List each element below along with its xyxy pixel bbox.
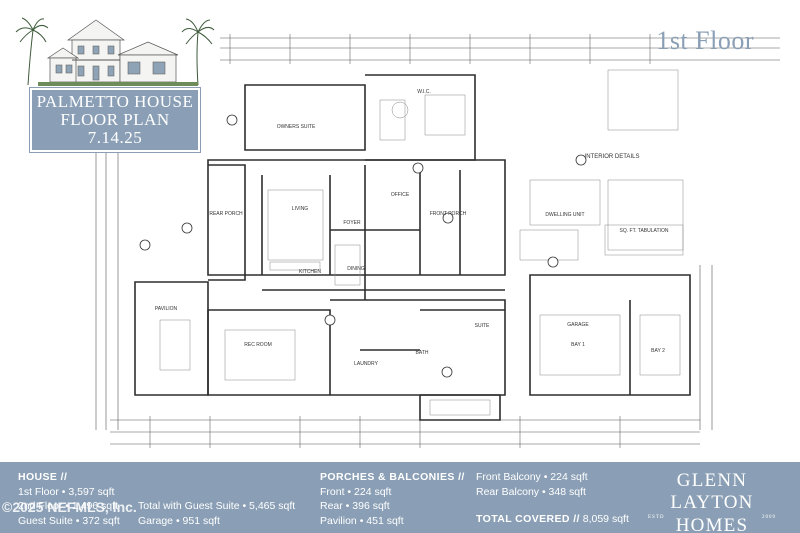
porch-line-front: Front • 224 sqft xyxy=(320,485,392,498)
room-label-bay-2: BAY 2 xyxy=(651,348,665,354)
room-label-front-porch: FRONT PORCH xyxy=(430,211,467,217)
total-covered-value: 8,059 sqft xyxy=(582,513,629,525)
porch-line-rear: Rear • 396 sqft xyxy=(320,500,390,512)
room-label-rear-porch: REAR PORCH xyxy=(209,211,243,217)
porch-line-pavilion: Pavilion • 451 sqft xyxy=(320,514,404,527)
room-label-rec-room: REC ROOM xyxy=(244,342,272,348)
room-label-wic: W.I.C. xyxy=(417,89,431,95)
copyright-watermark: ©2025 NEFMLS, Inc. xyxy=(2,499,137,515)
room-label-suite: SUITE xyxy=(475,323,490,329)
room-label-living: LIVING xyxy=(292,206,309,212)
balcony-sqft-column: Front Balcony • 224 sqft Rear Balcony • … xyxy=(476,470,588,499)
house-line-guest-suite: Guest Suite • 372 sqft xyxy=(18,514,120,527)
house-rendering-image xyxy=(15,17,215,86)
info-bar: HOUSE // 1st Floor • 3,597 sqft 2nd Floo… xyxy=(0,462,800,533)
plan-title-box: PALMETTO HOUSE FLOOR PLAN 7.14.25 xyxy=(29,87,201,153)
floor-plan-drawing: OWNERS SUITE W.I.C. LIVING KITCHEN DININ… xyxy=(95,34,780,448)
porch-sqft-column: PORCHES & BALCONIES // Front • 224 sqft … xyxy=(320,470,465,528)
house-line-total-with-guest: Total with Guest Suite • 5,465 sqft xyxy=(138,500,296,512)
room-label-office: OFFICE xyxy=(391,192,410,198)
floor-label: 1st Floor xyxy=(656,26,754,55)
brand-logo: GLENN LAYTON HOMES ESTD 2009 xyxy=(636,470,788,533)
balcony-line-rear: Rear Balcony • 348 sqft xyxy=(476,485,586,498)
brand-name-line-2: HOMES xyxy=(675,515,749,533)
house-heading: HOUSE // xyxy=(18,471,68,483)
room-label-laundry: LAUNDRY xyxy=(354,361,378,367)
room-label-dining: DINING xyxy=(347,266,365,272)
balcony-line-front: Front Balcony • 224 sqft xyxy=(476,471,588,483)
dwelling-unit-label: DWELLING UNIT xyxy=(545,212,584,218)
room-label-owners-suite: OWNERS SUITE xyxy=(277,124,316,130)
room-label-pavilion: PAVILION xyxy=(155,306,178,312)
room-label-garage: GARAGE xyxy=(567,322,589,328)
title-line-2: FLOOR PLAN xyxy=(60,110,170,129)
title-line-1: PALMETTO HOUSE xyxy=(36,92,194,111)
title-line-3: 7.14.25 xyxy=(87,128,143,147)
room-label-foyer: FOYER xyxy=(343,220,361,226)
porch-heading: PORCHES & BALCONIES // xyxy=(320,471,465,483)
brand-year: 2009 xyxy=(762,515,776,520)
room-label-bath: BATH xyxy=(416,350,429,356)
room-label-bay-1: BAY 1 xyxy=(571,342,585,348)
house-line-garage: Garage • 951 sqft xyxy=(138,514,220,527)
interior-details-label: INTERIOR DETAILS xyxy=(585,154,640,160)
house-sqft-column: HOUSE // 1st Floor • 3,597 sqft 2nd Floo… xyxy=(18,470,120,528)
brand-name-line-1: GLENN LAYTON xyxy=(670,470,754,513)
total-covered: TOTAL COVERED // 8,059 sqft xyxy=(476,513,629,525)
house-totals-column: Total with Guest Suite • 5,465 sqft Gara… xyxy=(138,499,295,528)
brand-estd: ESTD xyxy=(648,515,665,520)
house-line-1st-floor: 1st Floor • 3,597 sqft xyxy=(18,485,115,498)
room-label-kitchen: KITCHEN xyxy=(299,269,321,275)
sqft-tabulation-label: SQ. FT. TABULATION xyxy=(620,228,669,234)
total-covered-label: TOTAL COVERED // xyxy=(476,513,580,525)
house-line-2nd-floor: 2nd Floor • 1,496 sqft xyxy=(18,500,118,512)
